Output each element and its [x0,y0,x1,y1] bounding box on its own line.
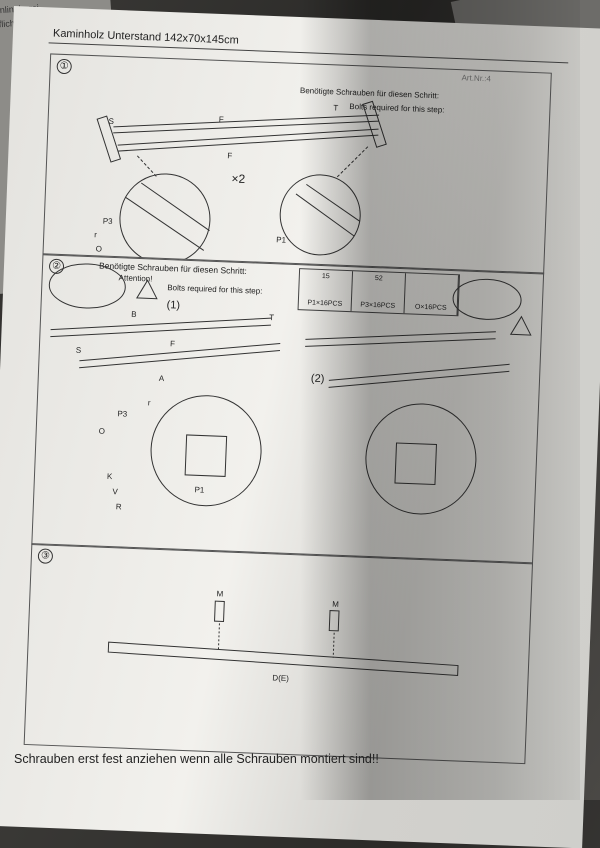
part-label: B [131,309,137,319]
part-label: F [227,151,233,161]
part-label: K [106,471,113,482]
bolt-label: P1 [276,235,287,245]
quantity-label: ×2 [231,171,246,186]
bolt-label: P3 [102,216,113,226]
part-label: F [218,114,224,125]
part-label: A [158,373,165,384]
step-3-panel: ③ M M D(E) [23,543,534,765]
part-label: R [115,502,122,512]
footer-note: Schrauben erst fest anziehen wenn alle S… [14,752,379,766]
part-label: T [269,313,275,323]
part-label: S [108,116,115,126]
bolt-label: r [94,230,98,240]
bolt-label: P3 [117,409,128,419]
bolt-label: M [216,589,224,599]
step-1-panel: ① Benötigte Schrauben für diesen Schritt… [42,53,552,275]
part-label: D(E) [272,673,290,684]
bolt-label: O [95,244,103,254]
bolt-label: O [98,426,106,436]
step-2-diagram [48,263,532,515]
part-label: S [75,345,82,355]
step-3-diagram [107,600,459,677]
step-2-panel: ② Benötigte Schrauben für diesen Schritt… [31,253,545,565]
part-label: F [169,339,176,349]
part-label: T [333,103,339,113]
bolt-label: P1 [194,485,205,495]
bolt-label: M [332,599,340,609]
bolt-label: r [147,398,151,408]
part-label: V [112,487,118,497]
instruction-sheet: Kaminholz Unterstand 142x70x145cm Art.Nr… [0,6,600,848]
step-1-diagram [96,100,387,265]
